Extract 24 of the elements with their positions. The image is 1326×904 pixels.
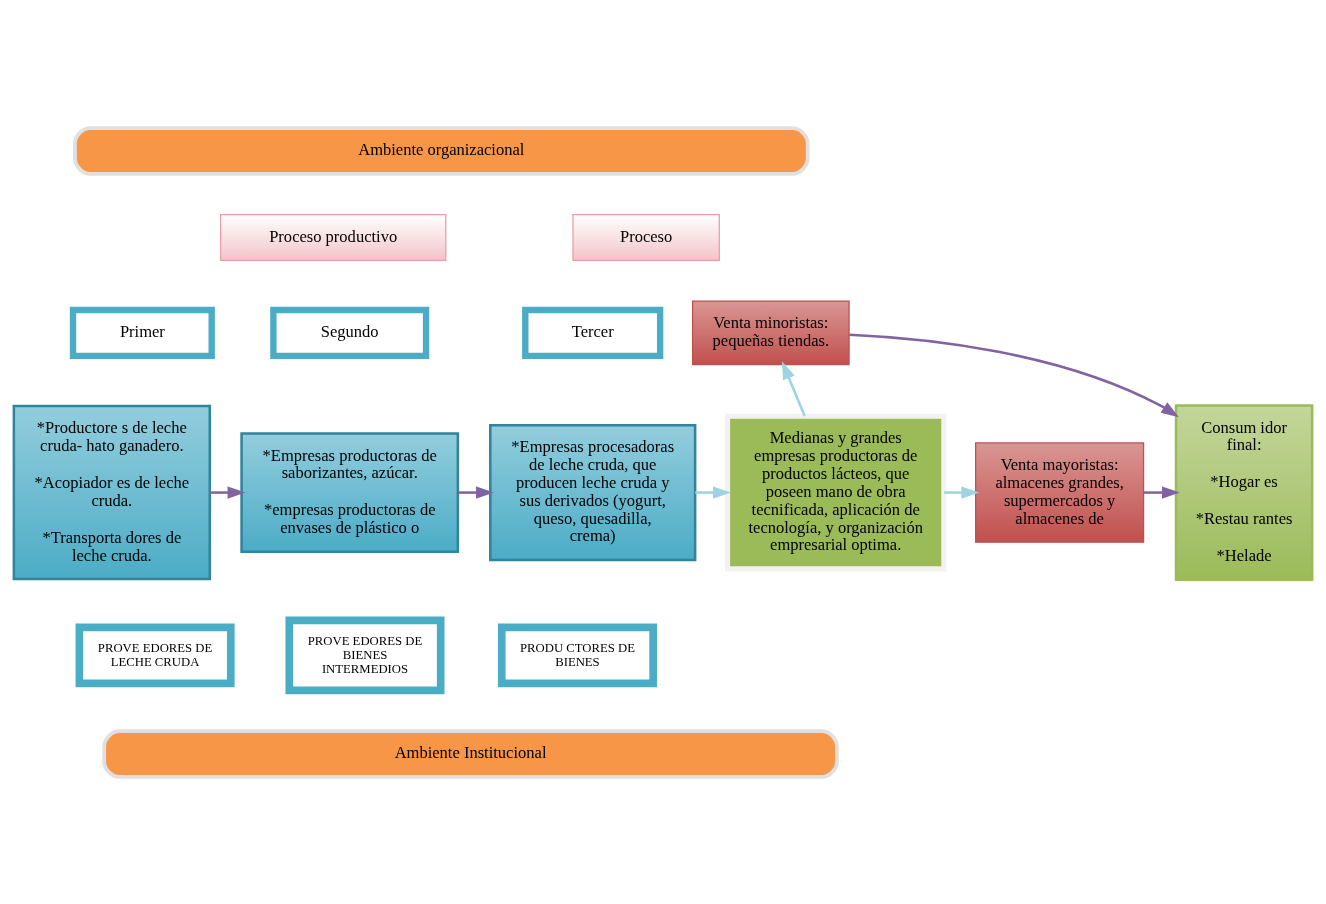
arrow: [782, 360, 806, 417]
node-box: PRODU CTORES DE BIENES: [497, 623, 657, 687]
node-box: Proceso productivo: [219, 213, 447, 261]
node-box: Venta mayoristas: almacenes grandes, supermercados y almacenes de: [975, 441, 1145, 543]
arrow: [1143, 485, 1180, 499]
arrow: [695, 485, 731, 499]
node-box: Consum idor final: *Hogar es *Restau rantes *Helade: [1174, 403, 1314, 581]
node-box: Ambiente Institucional: [102, 728, 839, 779]
arrow: [457, 485, 494, 499]
node-box: PROVE EDORES DE LECHE CRUDA: [75, 623, 235, 687]
arrow: [944, 485, 980, 499]
node-box: Venta minoristas: pequeñas tiendas.: [691, 299, 850, 365]
node-box: Ambiente organizacional: [73, 125, 810, 176]
node-box: *Empresas procesadoras de leche cruda, que producen leche cruda y sus derivados (yogurt, queso, quesadilla, crema): [489, 423, 697, 561]
arrow: [849, 333, 1179, 417]
node-box: Segundo: [270, 306, 430, 359]
node-box: Proceso: [572, 213, 720, 261]
node-box: Medianas y grandes empresas productoras de productos lácteos, que poseen mano de obra tecnificada, aplicación de tecnología, y organización empresarial optima.: [725, 413, 947, 571]
arrow: [209, 485, 246, 499]
node-box: PROVE EDORES DE BIENES INTERMEDIOS: [285, 616, 445, 694]
node-box: Primer: [69, 306, 215, 359]
node-box: *Productore s de leche cruda- hato ganadero. *Acopiador es de leche cruda. *Transporta dores de leche cruda.: [12, 404, 212, 580]
node-box: *Empresas productoras de saborizantes, azúcar. *empresas productoras de envases de plástico o: [240, 431, 460, 553]
node-box: Tercer: [522, 306, 664, 359]
